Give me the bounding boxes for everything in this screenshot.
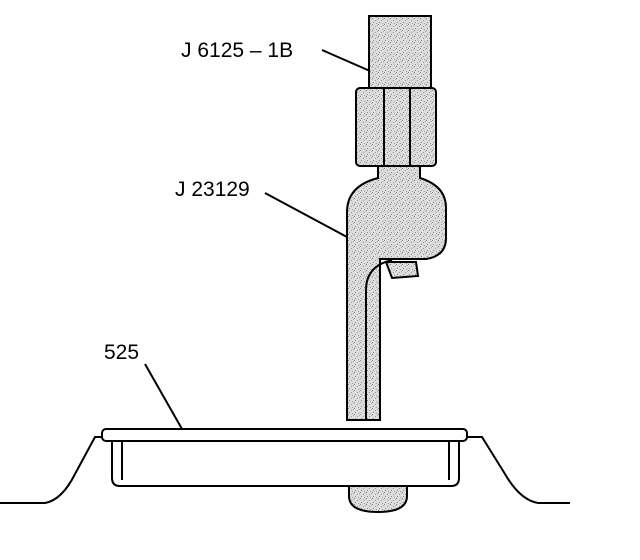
part-525: [101, 428, 468, 487]
housing-outline: [0, 436, 570, 504]
callout-leaders: [144, 49, 371, 430]
leader-remover: [264, 192, 348, 238]
label-slide-hammer: J 6125 – 1B: [181, 39, 293, 62]
label-remover: J 23129: [175, 178, 250, 201]
remover-head: [346, 165, 447, 421]
hex-adapter: [355, 87, 437, 167]
leader-slide-hammer: [321, 49, 371, 72]
remover-tip: [348, 485, 408, 514]
leader-part-525: [144, 363, 183, 430]
slide-hammer-shaft: [368, 15, 432, 89]
label-part-525: 525: [104, 341, 139, 364]
